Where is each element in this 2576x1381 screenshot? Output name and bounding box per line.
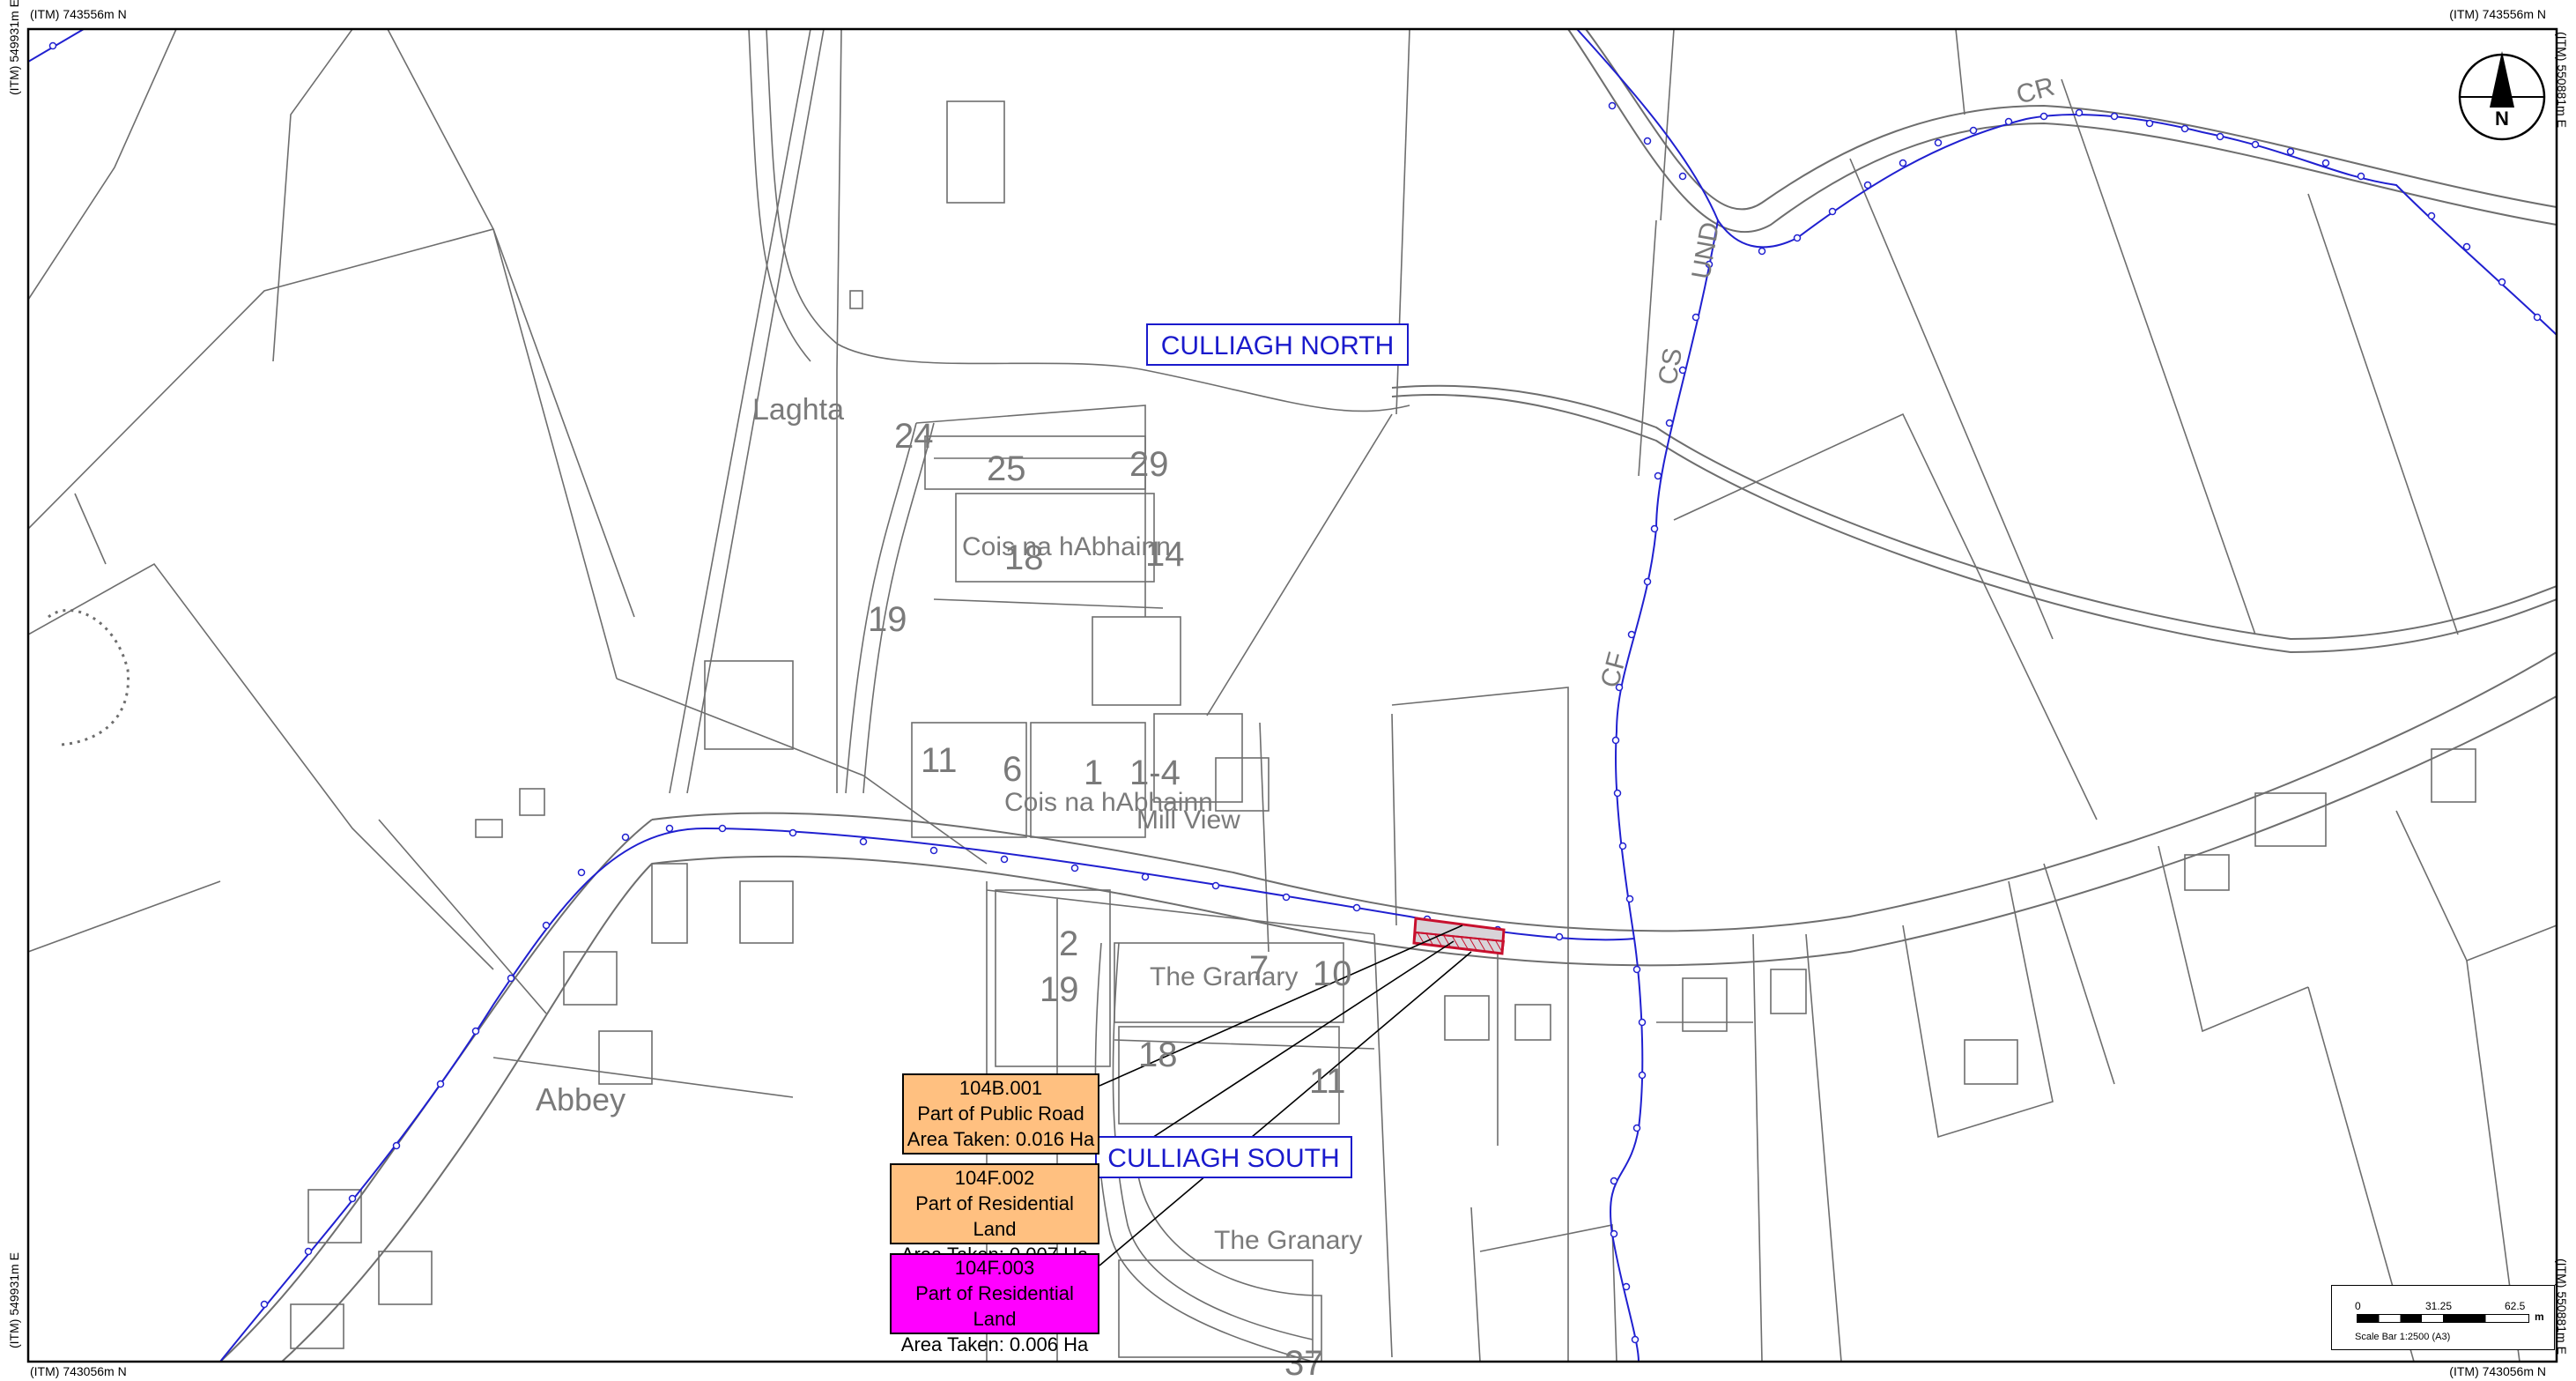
house-number: 6	[1003, 750, 1022, 789]
coord-top-right: (ITM) 743556m N	[2449, 7, 2546, 21]
scale-caption: Scale Bar 1:2500 (A3)	[2355, 1332, 2451, 1342]
house-number: 19	[868, 600, 907, 639]
code-cr: CR	[2013, 72, 2057, 110]
parcel-description: Part of Residential Land	[915, 1282, 1074, 1330]
house-number: 19	[1040, 970, 1079, 1009]
house-number: 18	[1004, 538, 1044, 577]
coord-bottom-right: (ITM) 743056m N	[2449, 1364, 2546, 1378]
parcel-description: Part of Public Road	[917, 1103, 1084, 1125]
parcel-label-104f-003[interactable]: 104F.003 Part of Residential Land Area T…	[890, 1253, 1099, 1355]
house-number: 24	[894, 417, 934, 456]
scale-tick-end: 62.5	[2505, 1300, 2526, 1312]
parcel-id: 104B.001	[959, 1077, 1043, 1099]
place-laghta: Laghta	[752, 393, 844, 427]
scale-tick-0: 0	[2355, 1300, 2361, 1312]
house-number: 25	[987, 449, 1026, 488]
townland-north: CULLIAGH NORTH	[1161, 331, 1395, 360]
house-number: 14	[1145, 535, 1185, 574]
code-und: UND	[1686, 219, 1725, 281]
place-names: Laghta Cois na hAbhainn Cois na hAbhainn…	[536, 393, 1362, 1255]
place-mill-view: Mill View	[1136, 806, 1240, 835]
townland-boundary	[28, 29, 2557, 1362]
parcel-label-104b-001[interactable]: 104B.001 Part of Public Road Area Taken:…	[902, 1073, 1099, 1155]
house-number: 2	[1059, 924, 1078, 963]
parcel-id: 104F.002	[954, 1167, 1035, 1189]
place-abbey: Abbey	[536, 1081, 625, 1117]
townland-labels: CULLIAGH NORTH CULLIAGH SOUTH	[1095, 323, 1409, 1178]
coord-top-left: (ITM) 743556m N	[30, 7, 127, 21]
code-cs: CS	[1653, 345, 1688, 387]
house-number: 11	[1309, 1062, 1346, 1101]
scale-tick-mid: 31.25	[2425, 1300, 2453, 1312]
affected-parcel-area[interactable]	[1412, 917, 1506, 955]
parcel-leader-lines	[1099, 924, 1472, 1266]
house-number: 7	[1249, 949, 1269, 988]
scale-bar: 0 31.25 62.5 m Scale Bar 1:2500 (A3)	[2331, 1285, 2555, 1350]
house-number: 10	[1313, 954, 1352, 993]
north-arrow: N	[2458, 51, 2546, 141]
parcel-id: 104F.003	[954, 1257, 1035, 1279]
parcel-area: Area Taken: 0.016 Ha	[907, 1128, 1095, 1150]
map-frame	[26, 27, 2558, 1363]
house-numbers: 24 25 29 18 14 19 11 6 1 1-4 2 19 7 10 1…	[868, 417, 1352, 1381]
house-number: 18	[1138, 1036, 1178, 1074]
parcel-label-104f-002[interactable]: 104F.002 Part of Residential Land Area T…	[890, 1163, 1099, 1266]
townland-south: CULLIAGH SOUTH	[1107, 1144, 1339, 1173]
place-cois-top: Cois na hAbhainn	[962, 532, 1171, 561]
scale-bar-graphic	[2357, 1314, 2529, 1323]
place-cois-mid: Cois na hAbhainn	[1004, 788, 1213, 817]
place-granary-2: The Granary	[1214, 1226, 1362, 1255]
code-cf: CF	[1595, 650, 1632, 691]
house-number: 11	[921, 741, 958, 780]
map-linework	[28, 29, 2557, 1362]
house-number: 1-4	[1129, 754, 1181, 792]
parcel-area: Area Taken: 0.006 Ha	[900, 1333, 1089, 1355]
house-number: 29	[1129, 445, 1169, 484]
place-granary-1: The Granary	[1150, 962, 1298, 991]
parcel-description: Part of Residential Land	[915, 1192, 1074, 1240]
coord-bottom-left: (ITM) 743056m N	[30, 1364, 127, 1378]
scale-unit: m	[2535, 1310, 2544, 1323]
north-arrow-label: N	[2495, 108, 2509, 130]
house-number: 1	[1084, 754, 1103, 792]
